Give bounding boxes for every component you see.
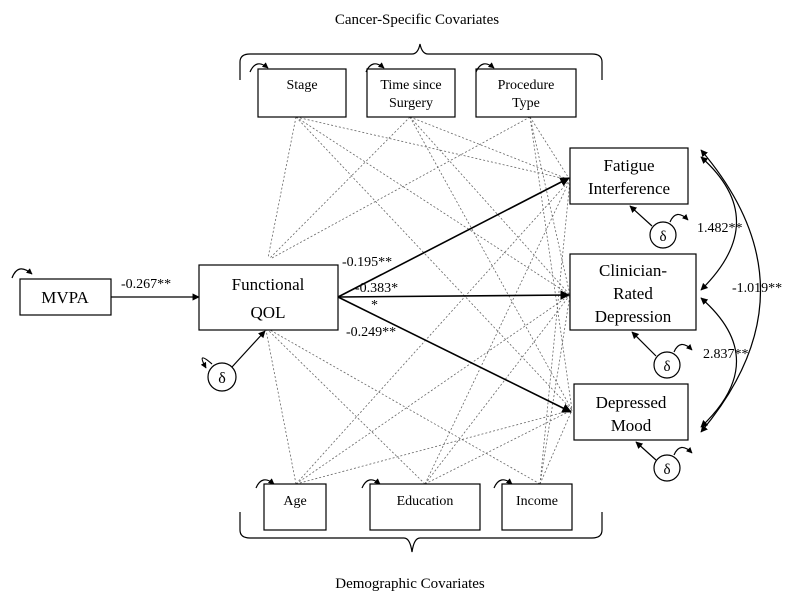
education-box: Education (361, 478, 481, 531)
coef-cov-fatigue-clin: 1.482** (697, 221, 743, 236)
age-label: Age (283, 494, 306, 509)
mood-label-2: Mood (611, 416, 652, 435)
mvpa-box: MVPA (11, 268, 112, 316)
clinician-delta-symbol: δ (663, 359, 670, 375)
education-label: Education (397, 494, 454, 509)
functional-qol-box: Functional QOL (198, 264, 339, 331)
clinician-label-2: Rated (613, 284, 653, 303)
qol-disturbance: δ (200, 330, 266, 392)
path-qol-to-mood (337, 296, 572, 413)
clinician-label-3: Depression (595, 307, 672, 326)
depressed-mood-box: Depressed Mood (573, 383, 689, 441)
income-box: Income (493, 478, 573, 531)
time-since-surgery-label-1: Time since (380, 78, 441, 93)
clinician-rated-depression-box: Clinician- Rated Depression (569, 253, 697, 331)
procedure-type-label-2: Type (512, 96, 540, 111)
bottom-brace (239, 512, 603, 553)
fatigue-label-2: Interference (588, 179, 670, 198)
covariance-clin-mood (700, 297, 738, 428)
clinician-disturbance: δ (631, 331, 693, 379)
bottom-covariates-header: Demographic Covariates (335, 576, 485, 592)
procedure-type-label-1: Procedure (498, 78, 555, 93)
top-covariates-header: Cancer-Specific Covariates (335, 12, 499, 28)
covariate-paths (265, 116, 573, 485)
age-box: Age (255, 478, 327, 531)
path-qol-to-fatigue (337, 177, 570, 298)
fatigue-interference-box: Fatigue Interference (569, 147, 689, 205)
covariance-fatigue-mood (700, 149, 761, 433)
mood-delta-symbol: δ (663, 462, 670, 478)
top-brace (239, 43, 603, 80)
coef-qol-to-fatigue: -0.195** (342, 255, 392, 270)
functional-qol-label-1: Functional (232, 275, 305, 294)
mood-disturbance: δ (635, 441, 693, 482)
mood-label-1: Depressed (596, 393, 667, 412)
functional-qol-label-2: QOL (251, 303, 286, 322)
stage-label: Stage (286, 78, 317, 93)
coef-qol-to-clin-extra: * (371, 298, 378, 313)
coef-cov-fatigue-mood: -1.019** (732, 281, 782, 296)
coef-mvpa-to-qol: -0.267** (121, 277, 171, 292)
coef-qol-to-mood: -0.249** (346, 325, 396, 340)
clinician-label-1: Clinician- (599, 261, 667, 280)
fatigue-label-1: Fatigue (604, 156, 655, 175)
coef-cov-clin-mood: 2.837** (703, 347, 749, 362)
procedure-type-box: Procedure Type (475, 62, 577, 118)
covariance-fatigue-clin (700, 156, 738, 291)
fatigue-disturbance: δ (629, 205, 689, 249)
stage-box: Stage (249, 62, 347, 118)
fatigue-delta-symbol: δ (659, 229, 666, 245)
time-since-surgery-box: Time since Surgery (365, 62, 456, 118)
time-since-surgery-label-2: Surgery (389, 96, 433, 111)
coef-qol-to-clin: -0.383* (355, 281, 398, 296)
mvpa-label: MVPA (41, 288, 89, 307)
path-qol-to-clin (337, 290, 570, 300)
qol-delta-symbol: δ (218, 370, 226, 387)
income-label: Income (516, 494, 558, 509)
